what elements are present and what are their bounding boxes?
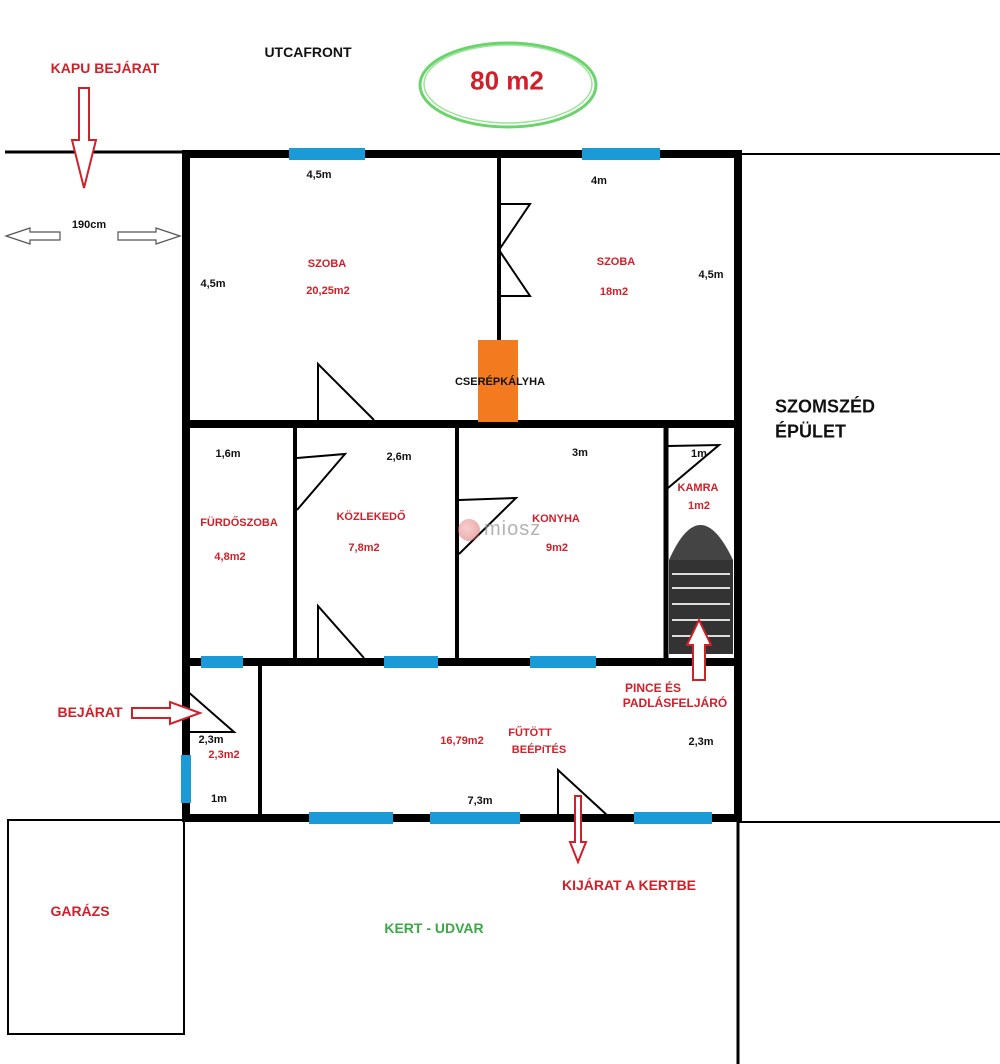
room-left-area: 20,25m2 — [306, 285, 350, 297]
door-hallway-bottom — [317, 603, 365, 659]
cellar-label-line1: PINCE ÉS — [624, 681, 682, 695]
window-top-left — [289, 148, 365, 160]
bathroom-area: 4,8m2 — [214, 551, 246, 563]
kitchen-area: 9m2 — [545, 542, 569, 554]
windows — [181, 148, 712, 824]
gate-width-label: 190cm — [71, 219, 107, 231]
room-right-name: SZOBA — [596, 256, 636, 268]
stairs — [669, 525, 733, 654]
arrow-gate-width — [4, 227, 182, 245]
garage-label: GARÁZS — [50, 903, 110, 919]
heated-area: 16,79m2 — [440, 735, 484, 747]
house-outer-wall — [182, 150, 742, 822]
door-room-left — [317, 361, 375, 421]
gate-entrance-label: KAPU BEJÁRAT — [50, 60, 160, 76]
room-right-width: 4m — [591, 175, 607, 187]
watermark-text: miosz — [484, 518, 542, 540]
kitchen-width: 3m — [572, 447, 588, 459]
area-ellipse — [418, 41, 598, 129]
room-left-name: SZOBA — [307, 258, 347, 270]
door-garden — [557, 767, 609, 817]
garden-exit-label: KIJÁRAT A KERTBE — [561, 877, 697, 893]
door-hallway-top — [296, 452, 348, 511]
heated-depth: 2,3m — [688, 736, 714, 748]
window-top-right — [582, 148, 660, 160]
entry-depth: 2,3m — [198, 734, 224, 746]
heated-width: 7,3m — [467, 795, 493, 807]
entrance-label: BEJÁRAT — [57, 704, 123, 720]
heated-name-line1: FŰTÖTT — [508, 727, 552, 739]
arrow-gate-down — [70, 87, 98, 189]
watermark-logo-icon — [458, 518, 480, 541]
hallway-name: KÖZLEKEDŐ — [336, 511, 406, 523]
entry-area: 2,3m2 — [208, 749, 240, 761]
stairs-arch — [669, 525, 733, 560]
bathroom-name: FÜRDŐSZOBA — [200, 517, 278, 529]
arrow-entrance-right — [131, 700, 203, 726]
arrows — [70, 87, 713, 865]
kitchen-name: KONYHA — [532, 513, 580, 525]
doors — [185, 203, 722, 817]
cellar-label-line2: PADLÁSFELJÁRÓ — [622, 696, 728, 710]
tile-stove-shape — [478, 340, 518, 422]
door-pantry — [667, 443, 722, 489]
window-bottom-2 — [430, 812, 520, 824]
watermark-logo: miosz — [458, 518, 541, 541]
pantry-width: 1m — [691, 448, 707, 460]
stove-label: CSERÉPKÁLYHA — [454, 376, 546, 388]
arrow-garden-exit — [568, 795, 588, 865]
street-front-label: UTCAFRONT — [264, 44, 352, 60]
window-kitchen — [530, 656, 596, 668]
window-bottom-1 — [309, 812, 393, 824]
door-entry — [185, 689, 237, 733]
bathroom-width: 1,6m — [215, 448, 241, 460]
arrow-cellar-up — [685, 617, 713, 681]
room-right-depth: 4,5m — [698, 269, 724, 281]
total-area-label: 80 m2 — [470, 65, 544, 96]
door-between-rooms — [497, 203, 532, 297]
window-entry — [181, 755, 191, 803]
neighbor-label-line2: ÉPÜLET — [775, 421, 847, 442]
window-bottom-3 — [634, 812, 712, 824]
room-right-area: 18m2 — [599, 286, 629, 298]
entry-width: 1m — [211, 793, 227, 805]
hallway-width: 2,6m — [386, 451, 412, 463]
pantry-name: KAMRA — [677, 482, 719, 494]
room-left-width: 4,5m — [306, 169, 332, 181]
hallway-area: 7,8m2 — [348, 542, 380, 554]
neighbor-label-line1: SZOMSZÉD — [775, 396, 876, 417]
garden-label: KERT - UDVAR — [384, 920, 484, 936]
window-bath — [201, 656, 243, 668]
garage-outline — [7, 819, 185, 1035]
window-hall — [384, 656, 438, 668]
room-left-depth: 4,5m — [200, 278, 226, 290]
heated-name-line2: BEÉPíTÉS — [511, 744, 567, 756]
pantry-area: 1m2 — [687, 500, 711, 512]
